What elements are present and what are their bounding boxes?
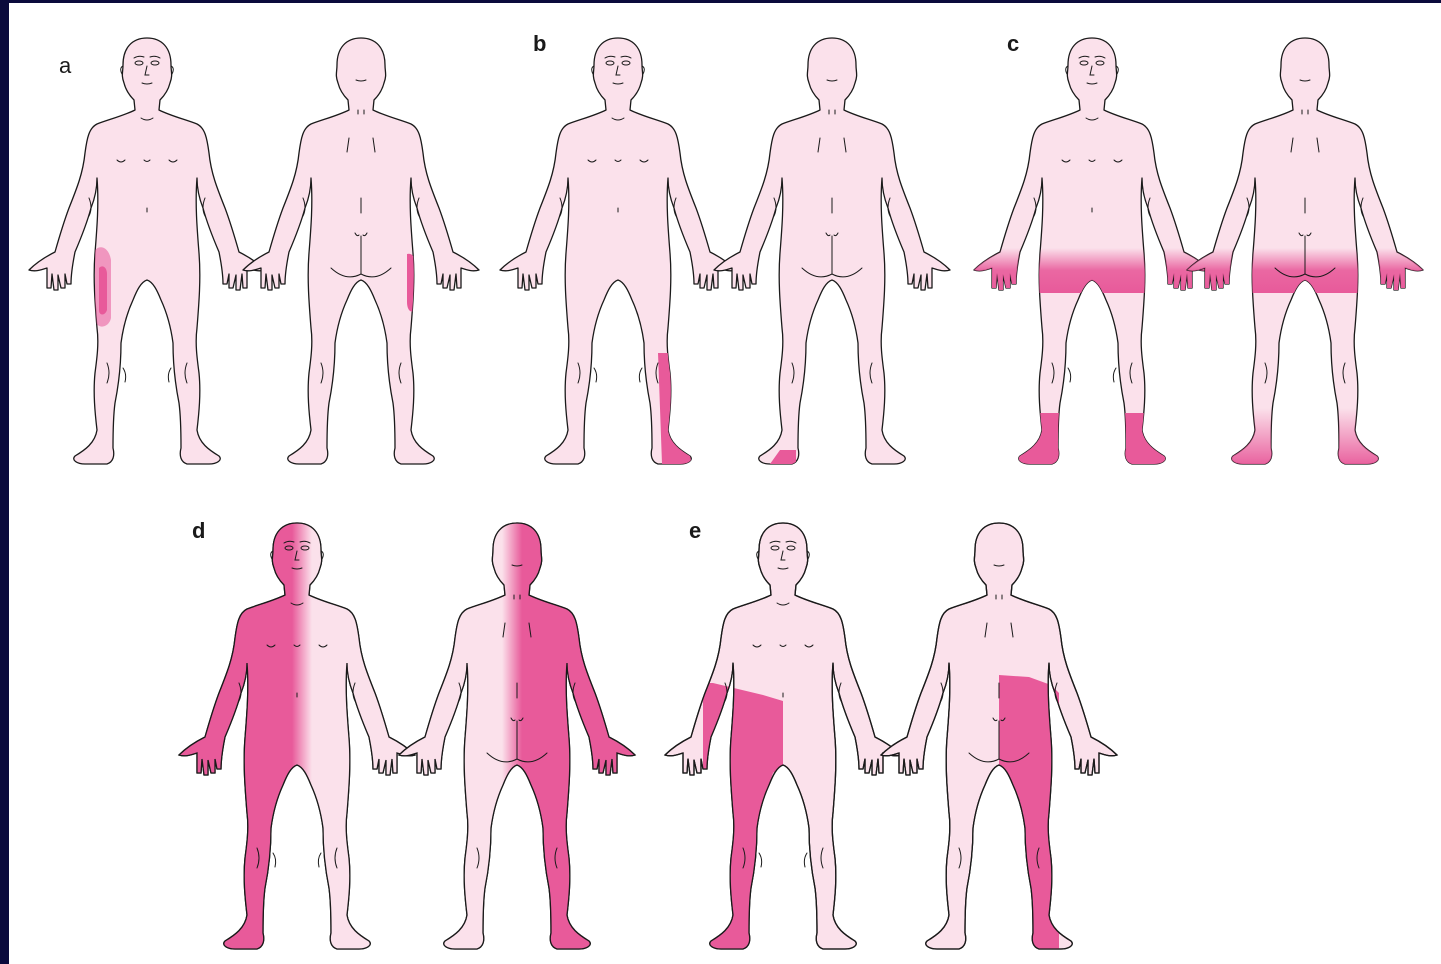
panel-label-c: c	[1007, 31, 1019, 56]
panel-a-front-thigh-core	[99, 266, 107, 314]
panel-e-front-figure	[665, 523, 901, 953]
panel-e-front-lower-area	[703, 683, 783, 953]
panel-c-back-feet-area	[1225, 408, 1385, 468]
panel-label-e: e	[689, 518, 701, 543]
panel-d	[172, 518, 642, 958]
panel-b-back-figure	[714, 38, 950, 464]
panel-d-back-figure	[392, 518, 642, 958]
panel-e	[665, 523, 1117, 953]
panel-a	[29, 38, 479, 464]
body-map-figure: a b c d e	[9, 3, 1441, 964]
panel-b-front-shin-area	[658, 353, 691, 464]
panel-a-back-figure	[243, 38, 479, 464]
panel-label-b: b	[533, 31, 546, 56]
panel-c-front-figure	[967, 38, 1217, 468]
panel-c-back-figure	[1180, 38, 1430, 468]
panel-label-a: a	[59, 53, 72, 78]
panel-c-front-feet-area	[1012, 413, 1172, 468]
panel-a-front-figure	[29, 38, 265, 464]
panel-d-front-figure	[172, 518, 422, 958]
figure-canvas: a b c d e	[9, 3, 1441, 964]
panel-e-back-figure	[881, 523, 1117, 953]
panel-b	[500, 38, 950, 464]
panel-d-front-hemibody-area	[172, 518, 422, 958]
panel-c-front-hands-area	[967, 248, 1217, 293]
panel-b-front-figure	[500, 38, 736, 464]
panel-c	[967, 38, 1430, 468]
panel-label-d: d	[192, 518, 205, 543]
panel-a-back-thigh-area	[407, 254, 417, 312]
